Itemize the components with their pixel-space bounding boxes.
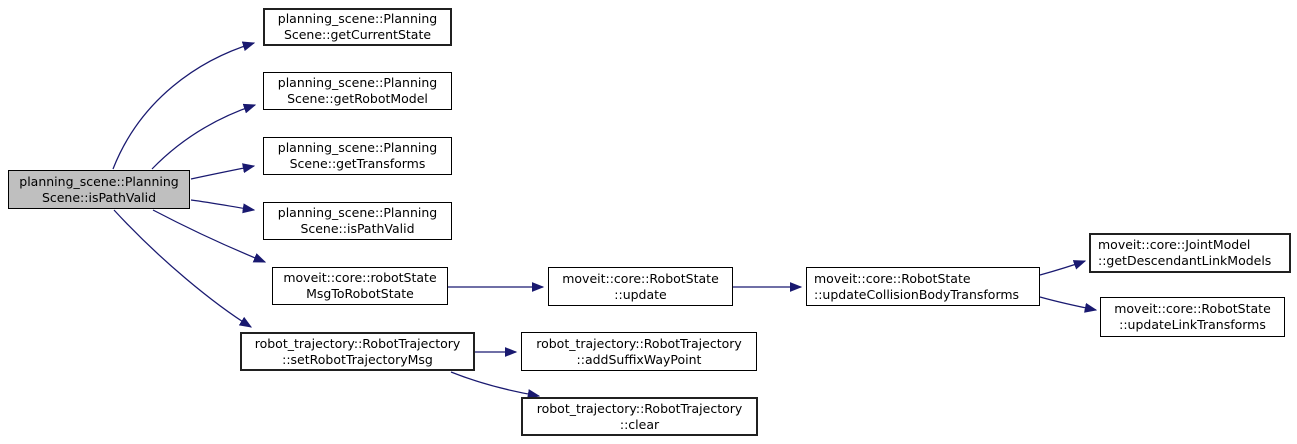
edge-root-to-robotStateMsgToRobotState bbox=[152, 209, 267, 263]
node-label-line1: moveit::core::RobotState bbox=[1114, 301, 1271, 316]
node-label-line1: planning_scene::Planning bbox=[277, 75, 438, 90]
node-label-line1: planning_scene::Planning bbox=[277, 205, 438, 220]
node-label-line2: ::updateCollisionBodyTransforms bbox=[814, 286, 1020, 302]
node-label-line2: ::clear bbox=[619, 416, 660, 432]
node-isPathValid[interactable]: planning_scene::Planning Scene::isPathVa… bbox=[263, 202, 452, 240]
node-label-line1: planning_scene::Planning bbox=[19, 173, 179, 189]
node-label-line1: moveit::core::robotState bbox=[283, 270, 437, 285]
node-clear[interactable]: robot_trajectory::RobotTrajectory ::clea… bbox=[521, 397, 758, 436]
node-robotStateMsgToRobotState[interactable]: moveit::core::robotState MsgToRobotState bbox=[272, 267, 448, 305]
node-label-line2: Scene::getRobotModel bbox=[287, 91, 428, 106]
node-label-line1: moveit::core::JointModel bbox=[1098, 237, 1251, 252]
node-label-line1: planning_scene::Planning bbox=[277, 11, 438, 26]
node-setRobotTrajectoryMsg[interactable]: robot_trajectory::RobotTrajectory ::setR… bbox=[240, 332, 475, 371]
node-addSuffixWayPoint[interactable]: robot_trajectory::RobotTrajectory ::addS… bbox=[521, 332, 757, 371]
node-isPathValid-root: planning_scene::Planning Scene::isPathVa… bbox=[8, 170, 190, 209]
node-label-line1: planning_scene::Planning bbox=[277, 140, 438, 155]
node-label-line1: moveit::core::RobotState bbox=[814, 270, 971, 286]
node-label-line2: ::setRobotTrajectoryMsg bbox=[282, 351, 433, 367]
node-getCurrentState[interactable]: planning_scene::Planning Scene::getCurre… bbox=[263, 8, 452, 46]
edge-root-to-getTransforms bbox=[190, 163, 256, 180]
node-label-line2: Scene::isPathValid bbox=[300, 221, 415, 236]
node-getRobotModel[interactable]: planning_scene::Planning Scene::getRobot… bbox=[263, 72, 452, 110]
node-label-line2: ::updateLinkTransforms bbox=[1119, 317, 1266, 332]
edge-updateCollisionBodyTransforms-to-updateLinkTransforms bbox=[1039, 296, 1098, 313]
edge-root-to-getCurrentState bbox=[112, 41, 256, 170]
node-label-line2: Scene::getCurrentState bbox=[283, 27, 432, 42]
node-label-line1: robot_trajectory::RobotTrajectory bbox=[536, 335, 742, 351]
edge-setRobotTrajectoryMsg-to-clear bbox=[450, 371, 541, 400]
node-updateLinkTransforms[interactable]: moveit::core::RobotState ::updateLinkTra… bbox=[1100, 297, 1285, 337]
node-label-line1: moveit::core::RobotState bbox=[562, 270, 719, 286]
node-label-line2: ::update bbox=[614, 286, 667, 302]
node-label-line2: MsgToRobotState bbox=[306, 286, 414, 301]
edge-root-to-getRobotModel bbox=[151, 103, 257, 170]
node-label-line2: Scene::isPathValid bbox=[41, 189, 157, 205]
node-updateCollisionBodyTransforms[interactable]: moveit::core::RobotState ::updateCollisi… bbox=[806, 267, 1040, 306]
node-label-line1: robot_trajectory::RobotTrajectory bbox=[536, 400, 743, 416]
node-label-line1: robot_trajectory::RobotTrajectory bbox=[254, 335, 461, 351]
node-getTransforms[interactable]: planning_scene::Planning Scene::getTrans… bbox=[263, 137, 452, 175]
node-label-line2: ::addSuffixWayPoint bbox=[576, 351, 702, 367]
node-label-line2: ::getDescendantLinkModels bbox=[1098, 253, 1272, 268]
edge-root-to-isPathValid bbox=[190, 199, 256, 214]
edge-updateCollisionBodyTransforms-to-getDescendantLinkModels bbox=[1039, 260, 1087, 276]
node-label-line2: Scene::getTransforms bbox=[289, 156, 426, 171]
node-update[interactable]: moveit::core::RobotState ::update bbox=[548, 267, 733, 306]
edge-root-to-setRobotTrajectoryMsg bbox=[113, 209, 253, 328]
node-getDescendantLinkModels[interactable]: moveit::core::JointModel ::getDescendant… bbox=[1089, 233, 1291, 273]
